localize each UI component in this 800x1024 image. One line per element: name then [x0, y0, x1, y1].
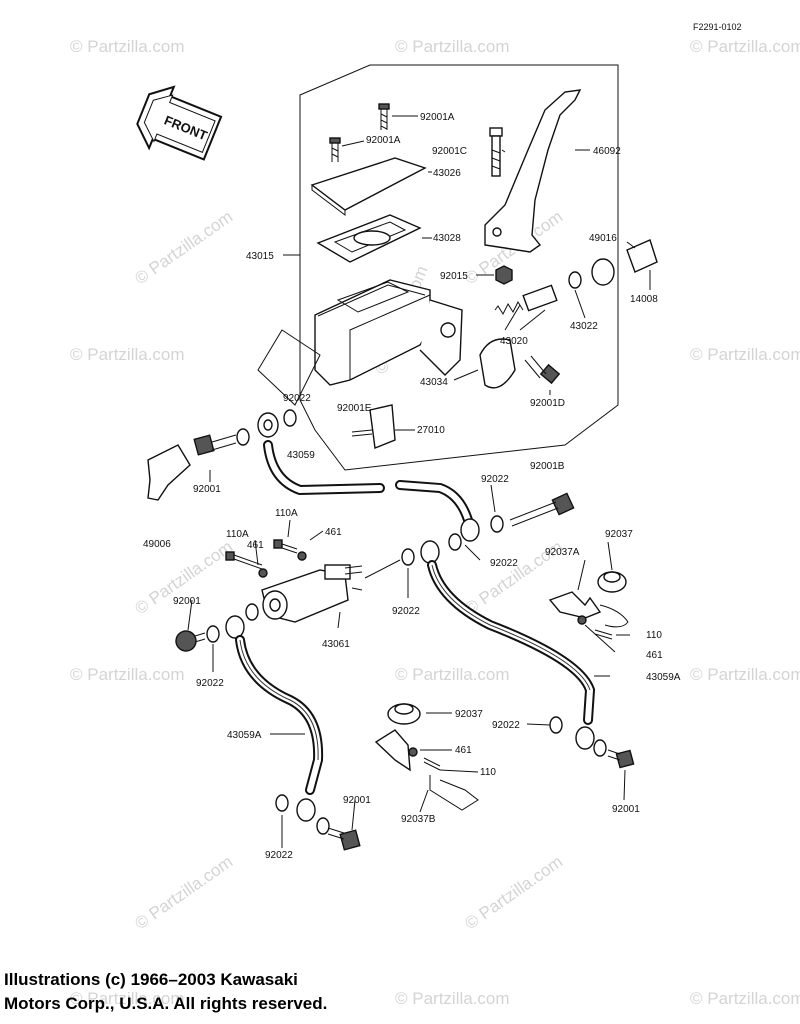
part-label: 92037B	[401, 814, 436, 825]
part-label: 43015	[246, 251, 274, 262]
part-label: 92015	[440, 271, 468, 282]
watermark: © Partzilla.com	[131, 852, 236, 933]
reservoir-cap	[310, 157, 427, 211]
watermark: © Partzilla.com	[690, 345, 800, 364]
part-label: 461	[646, 650, 663, 661]
bracket-92037B	[374, 703, 479, 811]
part-label: 43022	[570, 321, 598, 332]
part-label: 92022	[481, 474, 509, 485]
part-label: 110A	[275, 508, 298, 519]
part-label: 27010	[417, 425, 445, 436]
washer-92022-center	[401, 548, 415, 566]
part-label: 92037	[455, 709, 483, 720]
part-label: 43026	[433, 168, 461, 179]
part-label: 92037A	[545, 547, 580, 558]
boot-49006	[147, 444, 191, 501]
piston-assembly	[494, 271, 582, 316]
part-label: 49016	[589, 233, 617, 244]
hose-43059	[263, 440, 480, 542]
hose-43059A-left	[175, 615, 361, 851]
bolt-92001D	[524, 355, 561, 385]
nut-92015	[495, 265, 513, 285]
part-label: 43020	[500, 336, 528, 347]
part-label: 92022	[492, 720, 520, 731]
part-label: 92022	[265, 850, 293, 861]
part-label: 461	[325, 527, 342, 538]
part-label: 46092	[593, 146, 621, 157]
part-label: 92001D	[530, 398, 565, 409]
part-label: 43034	[420, 377, 448, 388]
banjo-upper-left	[193, 409, 297, 456]
screw-92001A-top	[378, 103, 390, 130]
diaphragm-plate	[316, 214, 422, 263]
bolt-110A-left	[225, 551, 268, 578]
part-label: 110	[480, 767, 496, 778]
part-label: 14008	[630, 294, 658, 305]
part-label: 43059	[287, 450, 315, 461]
bolt-92001B	[490, 492, 575, 533]
part-label: 461	[455, 745, 472, 756]
part-label: 92001E	[337, 403, 372, 414]
part-label: 92001B	[530, 461, 565, 472]
figure-id: F2291-0102	[693, 22, 742, 32]
watermark: © Partzilla.com	[461, 852, 566, 933]
part-label: 92022	[490, 558, 518, 569]
part-label: 43059A	[646, 672, 681, 683]
hose-43059A-right	[427, 560, 635, 769]
bolt-110A-right	[273, 539, 307, 561]
part-label: 92001	[343, 795, 371, 806]
part-label: 92001	[612, 804, 640, 815]
part-label: 461	[247, 540, 264, 551]
part-label: 92001	[193, 484, 221, 495]
part-label: 110	[646, 630, 662, 641]
bracket-92037A	[548, 571, 629, 640]
screw-92001A-second	[329, 137, 341, 162]
watermark: © Partzilla.com	[70, 665, 185, 684]
copyright-line-2: Motors Corp., U.S.A. All rights reserved…	[4, 994, 328, 1013]
part-labels: 92001A 92001A 92001C 46092 43026 43028 4…	[143, 112, 681, 861]
watermark: © Partzilla.com	[70, 37, 185, 56]
watermark: © Partzilla.com	[131, 207, 236, 288]
part-label: 49006	[143, 539, 171, 550]
three-way-joint-43061	[245, 564, 363, 623]
brake-switch-27010	[351, 404, 396, 449]
part-label: 92022	[392, 606, 420, 617]
master-cylinder-group-outline	[299, 64, 619, 471]
part-label: 92022	[196, 678, 224, 689]
banjo-center	[420, 540, 440, 564]
watermark: © Partzilla.com	[690, 665, 800, 684]
watermark: © Partzilla.com	[395, 665, 510, 684]
part-label: 92037	[605, 529, 633, 540]
master-cylinder-body	[314, 279, 463, 386]
watermark: © Partzilla.com	[70, 345, 185, 364]
brake-lever	[484, 89, 582, 253]
leader-lines	[187, 115, 651, 848]
front-arrow: FRONT	[136, 85, 223, 161]
part-label: 92022	[283, 393, 311, 404]
copyright-notice: Illustrations (c) 1966–2003 Kawasaki Mot…	[4, 968, 424, 1016]
part-label: 92001	[173, 596, 201, 607]
clamp-43034	[479, 338, 516, 389]
watermark: © Partzilla.com	[690, 37, 800, 56]
watermark: © Partzilla.com	[395, 37, 510, 56]
part-label: 43028	[433, 233, 461, 244]
bolt-92001C	[489, 127, 503, 177]
part-label: 92001C	[432, 146, 467, 157]
watermark: © Partzilla.com	[395, 989, 510, 1008]
watermark: © Partzilla.com	[70, 989, 185, 1008]
part-label: 43061	[322, 639, 350, 650]
copyright-line-1: Illustrations (c) 1966–2003 Kawasaki	[4, 970, 298, 989]
part-label: 92001A	[366, 135, 401, 146]
watermark-layer: © Partzilla.com © Partzilla.com © Partzi…	[70, 37, 800, 1008]
part-label: 43059A	[227, 730, 262, 741]
part-label: 110A	[226, 529, 249, 540]
part-label: 92001A	[420, 112, 455, 123]
dust-boot-49016	[591, 258, 615, 286]
washer-92022-upper	[448, 533, 462, 551]
watermark: © Partzilla.com	[690, 989, 800, 1008]
